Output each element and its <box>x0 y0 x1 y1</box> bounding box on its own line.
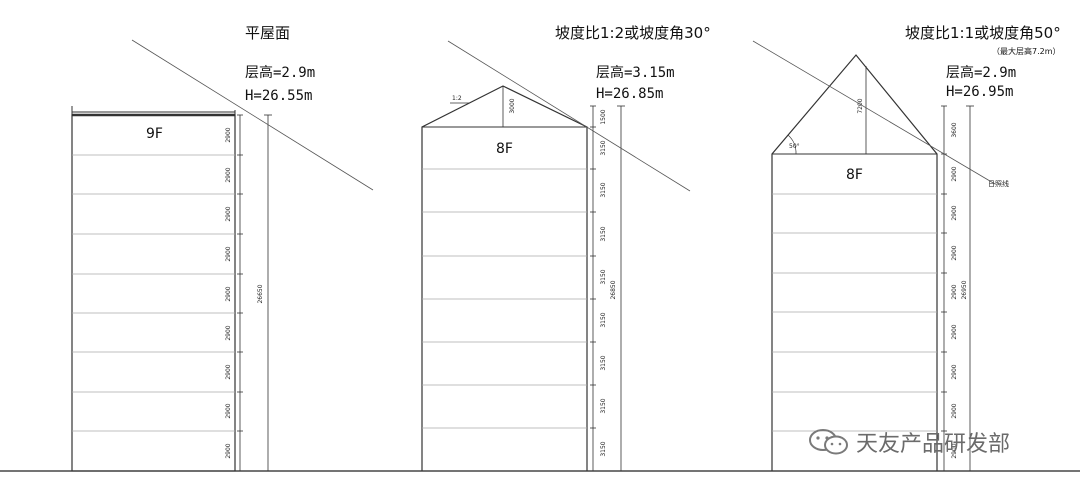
dim-label: 3150 <box>600 355 607 370</box>
angle-arc <box>787 134 797 155</box>
dim-label: 2900 <box>225 127 232 142</box>
dim-label: 2900 <box>951 443 958 458</box>
diagram-1-floor-height: 层高=2.9m <box>245 65 316 81</box>
dim-label: 2900 <box>225 403 232 418</box>
diagram-2-floor-height: 层高=3.15m <box>596 65 675 81</box>
slope-label: 1:2 <box>452 95 462 102</box>
total-dim-label: 26650 <box>257 284 264 303</box>
top-floor-label-3: 8F <box>846 167 863 183</box>
dimension-ticks-3 <box>941 105 974 432</box>
total-dim-label: 26950 <box>961 280 968 299</box>
roof-dim-label: 3600 <box>951 122 958 137</box>
dim-label: 2900 <box>951 205 958 220</box>
ridge-dim-label: 3000 <box>509 98 516 113</box>
sun-line-1 <box>131 39 374 191</box>
dim-label: 2900 <box>951 324 958 339</box>
floor-lines-1 <box>72 154 235 432</box>
dim-label: 2900 <box>225 325 232 340</box>
dim-label: 3150 <box>600 312 607 327</box>
building-1-outline <box>71 114 236 472</box>
diagram-3-floor-height: 层高=2.9m <box>946 65 1017 81</box>
dim-label: 3150 <box>600 226 607 241</box>
diagram-2-title: 坡度比1:2或坡度角30° <box>555 24 711 42</box>
dim-label: 2900 <box>225 167 232 182</box>
dim-label: 2900 <box>951 403 958 418</box>
diagram-3-title: 坡度比1:1或坡度角50° <box>905 24 1061 42</box>
diagram-3-total-height: H=26.95m <box>946 84 1014 100</box>
diagram-1-title: 平屋面 <box>245 24 291 42</box>
floor-lines-2 <box>422 168 587 429</box>
dim-label: 3150 <box>600 441 607 456</box>
dim-label: 3150 <box>600 182 607 197</box>
diagram-2-total-height: H=26.85m <box>596 86 664 102</box>
dim-label: 2900 <box>225 364 232 379</box>
watermark: 天友产品研发部 <box>808 426 1010 458</box>
sun-line-label: 日照线 <box>988 179 1009 188</box>
dimension-ticks-1 <box>237 114 272 432</box>
building-flat-roof <box>71 106 272 472</box>
dim-label: 2900 <box>951 166 958 181</box>
top-floor-label-1: 9F <box>146 126 163 142</box>
dim-label: 3150 <box>600 140 607 155</box>
wechat-icon <box>809 429 848 455</box>
building-3-outline <box>771 54 938 471</box>
dim-label: 2900 <box>951 284 958 299</box>
watermark-text: 天友产品研发部 <box>856 432 1011 457</box>
dim-label: 2900 <box>951 364 958 379</box>
ridge-dim-label: 7200 <box>857 98 864 113</box>
diagram-1-total-height: H=26.55m <box>245 88 313 104</box>
sun-line-3 <box>752 40 996 185</box>
dim-label: 2900 <box>225 246 232 261</box>
dim-label: 3150 <box>600 269 607 284</box>
dim-label: 2900 <box>225 286 232 301</box>
dim-label: 2900 <box>951 245 958 260</box>
dim-label: 2900 <box>225 206 232 221</box>
building-slope-1-2 <box>421 85 625 471</box>
total-dim-label: 26850 <box>610 280 617 299</box>
dim-label: 3150 <box>600 398 607 413</box>
sun-lines <box>131 39 996 192</box>
building-slope-1-1 <box>771 54 974 471</box>
angle-label: 50° <box>789 143 800 150</box>
floor-lines-3 <box>772 193 937 432</box>
diagram-3-note: （最大层高7.2m） <box>992 47 1061 56</box>
dimension-ticks-2 <box>590 105 625 429</box>
dim-label: 2900 <box>225 443 232 458</box>
roof-dim-label: 1500 <box>600 109 607 124</box>
sun-line-2 <box>447 40 691 192</box>
top-floor-label-2: 8F <box>496 141 513 157</box>
